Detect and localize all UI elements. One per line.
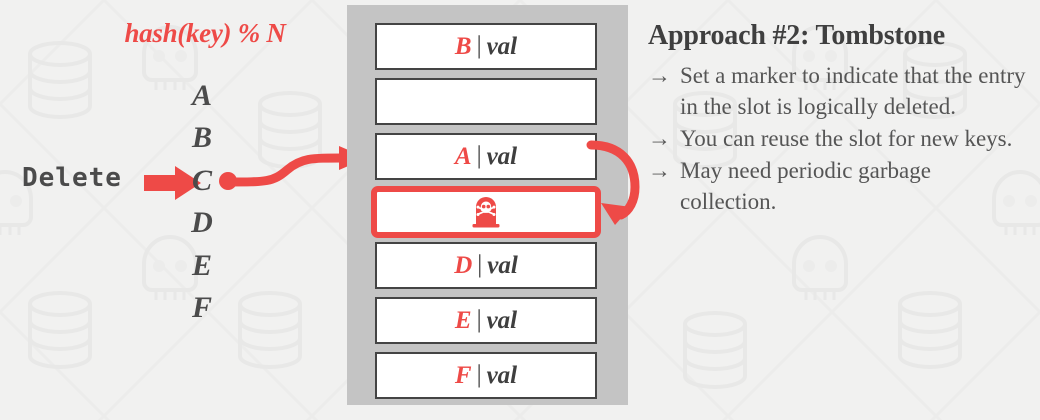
arrow-bullet-icon: → bbox=[648, 63, 671, 88]
slot-key: D bbox=[454, 252, 473, 279]
list-item: → May need periodic garbage collection. bbox=[648, 155, 1028, 217]
slot-separator: | bbox=[476, 361, 482, 388]
slot-key: A bbox=[454, 143, 472, 170]
slot-entry: E|val bbox=[454, 306, 518, 334]
table-row[interactable]: F|val bbox=[375, 352, 597, 399]
list-item-label: Set a marker to indicate that the entry … bbox=[680, 63, 1026, 119]
key-letter-c: C bbox=[191, 164, 212, 197]
slot-entry: B|val bbox=[454, 32, 518, 60]
slot-key: E bbox=[454, 307, 472, 334]
table-row[interactable]: A|val bbox=[375, 133, 597, 180]
right-arrow-icon bbox=[144, 166, 201, 200]
table-row-tombstone[interactable] bbox=[371, 186, 601, 238]
hash-table-frame: B|val A|val D|val bbox=[347, 5, 640, 405]
key-letter-f: F bbox=[191, 291, 212, 324]
slot-value: val bbox=[486, 362, 518, 389]
table-row[interactable]: E|val bbox=[375, 297, 597, 344]
bullet-list: → Set a marker to indicate that the entr… bbox=[648, 60, 1028, 218]
slot-entry: F|val bbox=[454, 361, 518, 389]
slot-separator: | bbox=[477, 251, 483, 278]
slot-separator: | bbox=[476, 142, 482, 169]
key-letter-d: D bbox=[191, 206, 213, 239]
slot-value: val bbox=[486, 143, 518, 170]
slot-value: val bbox=[486, 307, 518, 334]
list-item: → You can reuse the slot for new keys. bbox=[648, 123, 1028, 154]
slot-entry: A|val bbox=[454, 142, 518, 170]
slot-separator: | bbox=[476, 306, 482, 333]
arrow-bullet-icon: → bbox=[648, 158, 671, 183]
slot-key: B bbox=[454, 33, 472, 60]
slot-key: F bbox=[454, 362, 472, 389]
key-letter-a: A bbox=[191, 79, 212, 112]
key-letter-e: E bbox=[191, 249, 212, 282]
table-row[interactable] bbox=[375, 78, 597, 125]
slot-value: val bbox=[486, 33, 518, 60]
delete-operation-label: Delete bbox=[22, 163, 122, 193]
slot-value: val bbox=[487, 252, 518, 279]
slot-entry: D|val bbox=[454, 251, 518, 279]
tombstone-skull-icon bbox=[472, 197, 500, 228]
arrow-bullet-icon: → bbox=[648, 126, 671, 151]
page-title: Approach #2: Tombstone bbox=[648, 20, 945, 51]
table-row[interactable]: D|val bbox=[375, 242, 597, 289]
slot-separator: | bbox=[476, 32, 482, 59]
table-row[interactable]: B|val bbox=[375, 23, 597, 70]
list-item-label: You can reuse the slot for new keys. bbox=[680, 126, 1013, 151]
list-item-label: May need periodic garbage collection. bbox=[680, 158, 931, 214]
hash-formula-label: hash(key) % N bbox=[124, 18, 286, 48]
list-item: → Set a marker to indicate that the entr… bbox=[648, 60, 1028, 122]
key-letter-b: B bbox=[191, 121, 212, 154]
